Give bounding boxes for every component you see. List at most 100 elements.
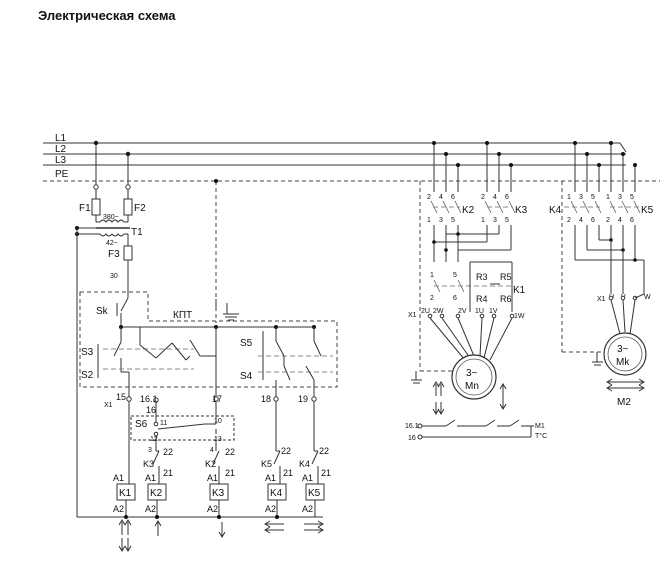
k1-pin-a1: A1 — [113, 473, 124, 483]
mn-terminal-2u: 2U — [421, 308, 430, 315]
thermal-terminal-16: 16 — [408, 435, 416, 442]
wire-number-30: 30 — [110, 273, 118, 280]
switch-label-s2: S2 — [81, 370, 94, 381]
k3-pole-3: 3 — [493, 217, 497, 224]
mn-terminal-1u: 1U — [475, 308, 484, 315]
s6-pin-10: 10 — [214, 418, 222, 425]
k5-pole-1: 1 — [606, 194, 610, 201]
fuse-f1 — [91, 198, 101, 216]
k3-pin-a2: A2 — [207, 504, 218, 514]
k3-pole-1: 1 — [481, 217, 485, 224]
k1-pin-a2: A2 — [113, 504, 124, 514]
arrow-up-icon — [432, 381, 440, 396]
thermal-protection: 16.1 16 M1 T°C — [405, 419, 547, 442]
arrow-down-icon — [218, 522, 226, 538]
thermal-temperature-label: T°C — [535, 432, 547, 440]
hoist-power-circuit: 2 4 6 1 3 5 K2 2 4 6 1 3 5 K3 — [408, 141, 528, 415]
arrow-down-icon — [432, 402, 440, 415]
arrow-right-icon — [304, 520, 324, 528]
k4-pole-2: 2 — [567, 217, 571, 224]
s6-pin-12: 12 — [150, 436, 158, 443]
trolley-power-circuit: 1 3 5 2 4 6 K4 1 3 5 2 4 6 K5 — [549, 141, 654, 408]
coil-circuits: K1 A1 A2 3 22 21 K3 K2 A1 A2 4 22 21 — [113, 401, 331, 519]
k5-interlock-pin-22: 22 — [319, 446, 329, 456]
thermal-motor-label: M1 — [535, 423, 545, 430]
s6-pin-11: 11 — [160, 420, 167, 427]
k4-pin-a1: A1 — [265, 473, 276, 483]
k2-pole-1: 1 — [427, 217, 431, 224]
k1-pole-5: 5 — [453, 272, 457, 279]
motor-mn — [451, 354, 497, 400]
fuse-label-f2: F2 — [134, 203, 146, 214]
k4-pole-4: 4 — [579, 217, 583, 224]
switch-label-s3: S3 — [81, 347, 94, 358]
motor-mk — [603, 332, 647, 376]
contactor-label-k5: K5 — [641, 205, 654, 216]
bus-label-pe: PE — [55, 169, 69, 180]
motor-mk-name: Mk — [616, 357, 630, 368]
terminal-strip-label-mk: X1 — [597, 296, 606, 303]
k5-pole-5: 5 — [630, 194, 634, 201]
terminal-strip-x1: X1 15 17 18 19 16.1 16 — [104, 392, 317, 415]
motor-mk-phase: 3~ — [617, 344, 629, 355]
coil-label-k1: K1 — [119, 488, 132, 499]
motor-mn-phase: 3~ — [466, 368, 478, 379]
resistor-r5: R5 — [500, 272, 512, 282]
k5-pole-6: 6 — [630, 217, 634, 224]
contactor-label-k2: K2 — [462, 205, 475, 216]
k2-pole-4: 4 — [439, 194, 443, 201]
k3-interlock-pin-21: 21 — [225, 468, 235, 478]
k1-pole-2: 2 — [430, 295, 434, 302]
k2-pole-6: 6 — [451, 194, 455, 201]
k3-pole-5: 5 — [505, 217, 509, 224]
limit-switch-s6: S6 11 12 10 13 — [130, 402, 235, 451]
k4-interlock-pin-22: 22 — [281, 446, 291, 456]
motor-label-m2: M2 — [617, 397, 631, 408]
k5-pole-3: 3 — [618, 194, 622, 201]
s6-pin-13: 13 — [214, 436, 222, 443]
arrow-left-icon — [264, 520, 284, 528]
k2-interlock-pin-3: 3 — [148, 447, 152, 454]
pushbuttons-s4-s5: S5 S4 — [240, 327, 333, 397]
arrow-down-icon — [118, 538, 126, 552]
k4-pole-6: 6 — [591, 217, 595, 224]
terminal-strip-label-mn: X1 — [408, 312, 417, 319]
k1-pole-1: 1 — [430, 272, 434, 279]
contactor-label-k1: K1 — [513, 285, 526, 296]
arrow-up-icon — [154, 520, 162, 536]
power-buses: L1 L2 L3 PE — [43, 133, 660, 182]
pendant-label: КПТ — [173, 310, 192, 321]
terminal-15: 15 — [116, 392, 126, 402]
k3-pole-4: 4 — [493, 194, 497, 201]
k4-pin-a2: A2 — [265, 504, 276, 514]
k2-pole-5: 5 — [451, 217, 455, 224]
thermal-terminal-16-1: 16.1 — [405, 423, 419, 430]
coil-label-k4: K4 — [270, 488, 283, 499]
k2-pin-a1: A1 — [145, 473, 156, 483]
k4-interlock-pin-21: 21 — [283, 468, 293, 478]
switch-label-s6: S6 — [135, 419, 148, 430]
k5-pin-a1: A1 — [302, 473, 313, 483]
switch-label-s4: S4 — [240, 371, 253, 382]
mn-terminal-2v: 2V — [458, 308, 467, 315]
transformer-primary-voltage: 380~ — [103, 214, 119, 221]
mn-terminal-1w: 1W — [514, 313, 525, 320]
k3-interlock-pin-4: 4 — [210, 447, 214, 454]
k2-interlock-pin-22: 22 — [163, 447, 173, 457]
page-title: Электрическая схема — [38, 8, 176, 23]
transformer-primary-winding — [96, 219, 128, 223]
interlock-label-k5: K5 — [261, 459, 272, 469]
transformer-label: T1 — [131, 227, 143, 238]
k5-interlock-pin-21: 21 — [321, 468, 331, 478]
k2-pole-3: 3 — [439, 217, 443, 224]
transformer-secondary-voltage: 42~ — [106, 240, 118, 247]
fuse-f3 — [123, 245, 133, 261]
direction-arrows-coils — [118, 519, 324, 552]
k2-interlock-pin-21: 21 — [163, 468, 173, 478]
motor-mn-name: Mn — [465, 381, 479, 392]
mn-terminal-2w: 2W — [433, 308, 444, 315]
terminal-16: 16 — [146, 405, 156, 415]
fuse-label-f1: F1 — [79, 203, 91, 214]
